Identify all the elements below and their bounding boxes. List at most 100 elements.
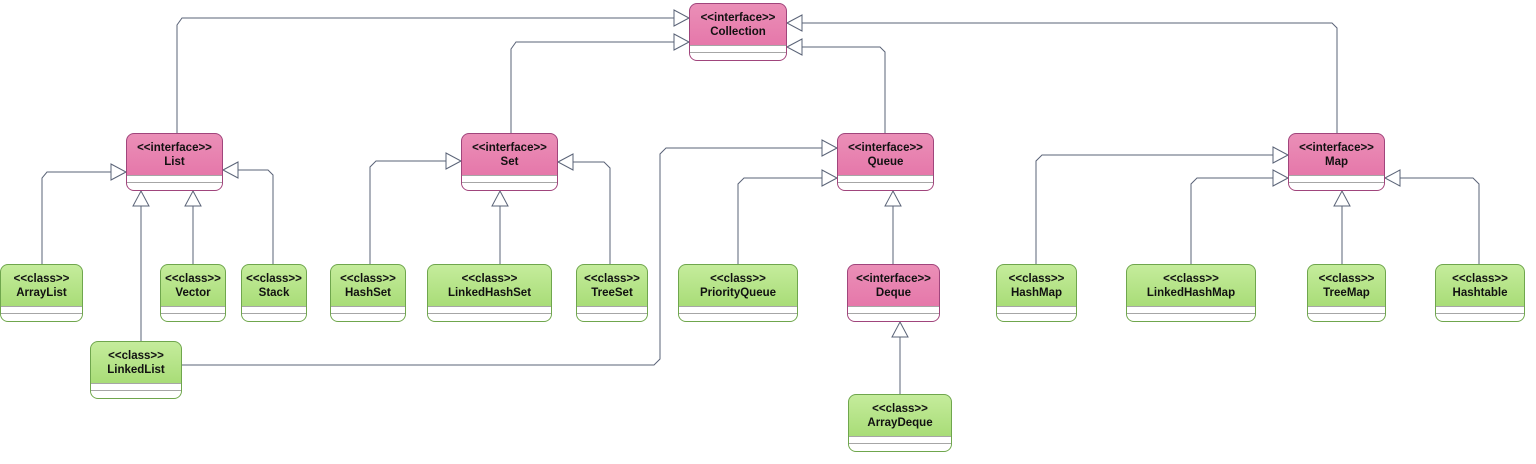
inheritance-arrowhead [221,161,239,179]
edge-stack-to-list [221,161,274,264]
attributes-section [428,306,551,313]
node-stack[interactable]: <<class>>Stack [241,264,307,322]
attributes-section [91,383,181,390]
inheritance-arrowhead [821,139,839,157]
attributes-section [1308,306,1385,313]
edge-linkedlist-to-queue [182,139,839,366]
edge-list-to-collection [176,9,691,133]
node-name: Deque [875,286,912,299]
node-name: Queue [867,155,904,168]
inheritance-arrowhead [132,189,150,207]
node-collection[interactable]: <<interface>>Collection [689,3,787,61]
node-name: Vector [175,286,211,299]
node-name: LinkedList [107,363,165,376]
edge-hashmap-to-map [1035,146,1290,264]
node-stereotype: <<class>> [1163,272,1219,285]
attributes-section [1289,175,1384,182]
node-map[interactable]: <<interface>>Map [1288,133,1385,191]
edge-map-to-collection [785,14,1338,133]
attributes-section [849,436,951,443]
node-stereotype: <<interface>> [848,141,923,154]
attributes-section [127,175,222,182]
attributes-section [331,306,405,313]
edge-line [223,169,274,264]
edge-line [41,171,126,264]
inheritance-arrowhead [785,38,803,56]
edge-linkedhashset-to-set [491,189,509,264]
edge-line [1190,177,1288,264]
attributes-section [1436,306,1524,313]
node-priorityqueue[interactable]: <<class>>PriorityQueue [678,264,798,322]
methods-section [91,390,181,398]
node-stereotype: <<interface>> [137,141,212,154]
node-linkedhashset[interactable]: <<class>>LinkedHashSet [427,264,552,322]
methods-section [838,182,933,190]
node-stereotype: <<class>> [1318,272,1375,285]
edge-linkedlist-to-list [132,189,150,341]
edge-arraydeque-to-deque [891,320,909,394]
node-vector[interactable]: <<class>>Vector [160,264,226,322]
node-set[interactable]: <<interface>>Set [461,133,558,191]
node-linkedhashmap[interactable]: <<class>>LinkedHashMap [1126,264,1256,322]
methods-section [462,182,557,190]
node-stereotype: <<class>> [710,272,766,285]
node-name: HashSet [344,286,392,299]
node-name: Set [500,155,519,168]
attributes-section [242,306,306,313]
node-stereotype: <<class>> [165,272,221,285]
edge-deque-to-queue [884,189,902,264]
inheritance-arrowhead [184,189,202,207]
node-name: Map [1325,155,1348,168]
attributes-section [161,306,225,313]
node-linkedlist[interactable]: <<class>>LinkedList [90,341,182,399]
edge-line [1035,154,1288,264]
node-stereotype: <<class>> [872,402,928,415]
node-name: TreeMap [1323,286,1370,299]
inheritance-arrowhead [891,320,909,338]
node-name: ArrayList [16,286,67,299]
node-stereotype: <<class>> [1452,272,1508,285]
inheritance-arrowhead [110,163,128,181]
inheritance-arrowhead [821,169,839,187]
methods-section [1127,313,1255,321]
node-name: Collection [710,25,766,38]
attributes-section [838,175,933,182]
node-arraylist[interactable]: <<class>>ArrayList [0,264,83,322]
node-stereotype: <<class>> [246,272,302,285]
node-stereotype: <<class>> [108,349,164,362]
edge-line [558,161,611,264]
edge-line [510,41,689,133]
methods-section [428,313,551,321]
methods-section [161,313,225,321]
edge-arraylist-to-list [41,163,128,264]
node-treeset[interactable]: <<class>>TreeSet [576,264,648,322]
node-treemap[interactable]: <<class>>TreeMap [1307,264,1386,322]
edge-priorityqueue-to-queue [737,169,839,264]
methods-section [331,313,405,321]
inheritance-arrowhead [673,9,691,27]
inheritance-arrowhead [1272,169,1290,187]
edge-linkedhashmap-to-map [1190,169,1290,264]
attributes-section [690,45,786,52]
methods-section [997,313,1076,321]
node-name: ArrayDeque [867,416,933,429]
node-name: List [164,155,185,168]
node-hashset[interactable]: <<class>>HashSet [330,264,406,322]
methods-section [690,52,786,60]
edge-line [737,177,837,264]
node-hashtable[interactable]: <<class>>Hashtable [1435,264,1525,322]
methods-section [679,313,797,321]
node-name: HashMap [1010,286,1063,299]
methods-section [1308,313,1385,321]
node-list[interactable]: <<interface>>List [126,133,223,191]
methods-section [849,443,951,451]
node-stereotype: <<class>> [340,272,396,285]
methods-section [1436,313,1524,321]
node-hashmap[interactable]: <<class>>HashMap [996,264,1077,322]
node-name: LinkedHashSet [447,286,532,299]
node-deque[interactable]: <<interface>>Deque [847,264,940,322]
node-name: PriorityQueue [699,286,777,299]
node-stereotype: <<interface>> [856,272,931,285]
node-arraydeque[interactable]: <<class>>ArrayDeque [848,394,952,452]
node-queue[interactable]: <<interface>>Queue [837,133,934,191]
